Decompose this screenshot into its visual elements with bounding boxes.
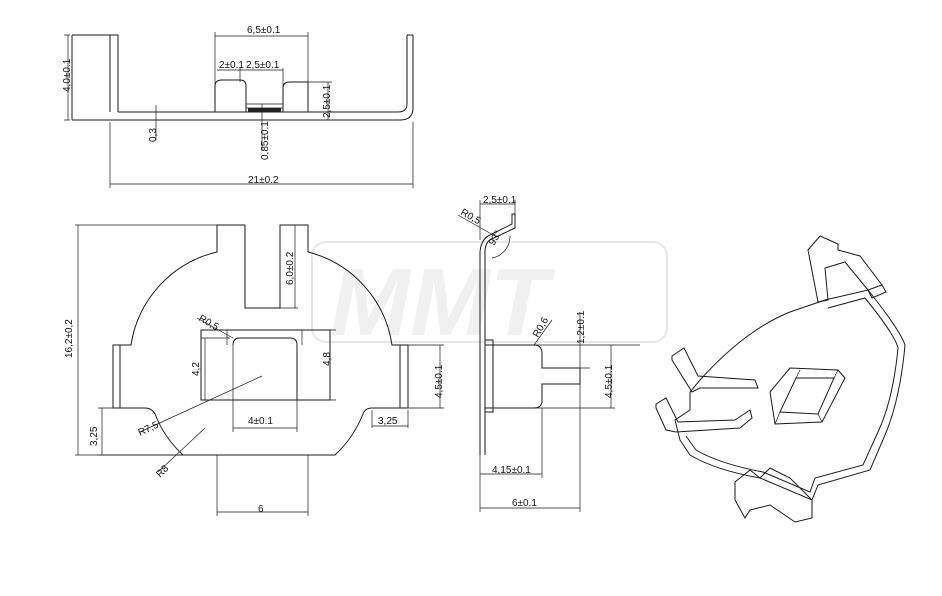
top-left-wall bbox=[71, 34, 111, 120]
top-contact-right bbox=[282, 81, 309, 112]
iso-plate bbox=[674, 289, 906, 501]
watermark-text: MMT bbox=[330, 249, 556, 356]
front-outline bbox=[112, 224, 409, 456]
front-window bbox=[200, 329, 331, 401]
dim-325-left: 3,25 bbox=[89, 426, 100, 446]
dim-25-right: 2,5±0.1 bbox=[322, 84, 333, 118]
dim-48: 4,8 bbox=[322, 352, 333, 366]
isometric-view bbox=[655, 235, 906, 523]
dim-45-front: 4,5±0.1 bbox=[434, 364, 445, 398]
iso-left-tab-lower bbox=[655, 397, 753, 433]
dim-65: 6,5±0.1 bbox=[247, 25, 281, 36]
iso-contact bbox=[769, 367, 846, 425]
top-contact-left bbox=[214, 79, 247, 112]
dim-21: 21±0.2 bbox=[248, 175, 279, 186]
dim-angle: 93° bbox=[487, 229, 504, 248]
dim-45-side: 4,5±0.1 bbox=[604, 364, 615, 398]
dim-60: 6,0±0.2 bbox=[285, 251, 296, 285]
dim-42: 4,2 bbox=[191, 362, 202, 376]
dim-40: 4,0±0.1 bbox=[62, 58, 73, 92]
dim-4: 4±0.1 bbox=[248, 416, 273, 427]
dim-6-front: 6 bbox=[258, 504, 264, 515]
iso-back-tab bbox=[807, 235, 883, 303]
side-top-tab bbox=[479, 213, 516, 253]
dim-085: 0,85±0.1 bbox=[260, 121, 271, 160]
watermark-frame bbox=[311, 241, 668, 343]
side-contact bbox=[485, 344, 581, 409]
dim-25-side: 2,5±0.1 bbox=[483, 195, 517, 206]
dim-25-mid: 2,5±0.1 bbox=[246, 60, 280, 71]
dim-r75: R7,5 bbox=[137, 420, 161, 439]
dim-2: 2±0.1 bbox=[219, 60, 244, 71]
top-base bbox=[72, 35, 414, 121]
top-view: 6,5±0.1 2±0.1 2,5±0.1 2,5±0.1 4,0±0.1 0,… bbox=[62, 25, 414, 188]
dim-r8: R8 bbox=[154, 463, 171, 480]
iso-left-tab-upper bbox=[671, 347, 759, 393]
dim-415: 4,15±0.1 bbox=[492, 465, 531, 476]
dim-03: 0,3 bbox=[148, 128, 159, 142]
dim-6-side: 6±0.1 bbox=[512, 498, 537, 509]
dim-325-right: 3,25 bbox=[378, 416, 398, 427]
dim-162: 16,2±0,2 bbox=[64, 319, 75, 358]
dim-12: 1,2±0.1 bbox=[576, 310, 587, 344]
dim-r05-side: R0,5 bbox=[459, 207, 483, 227]
iso-front-tab bbox=[734, 467, 813, 523]
